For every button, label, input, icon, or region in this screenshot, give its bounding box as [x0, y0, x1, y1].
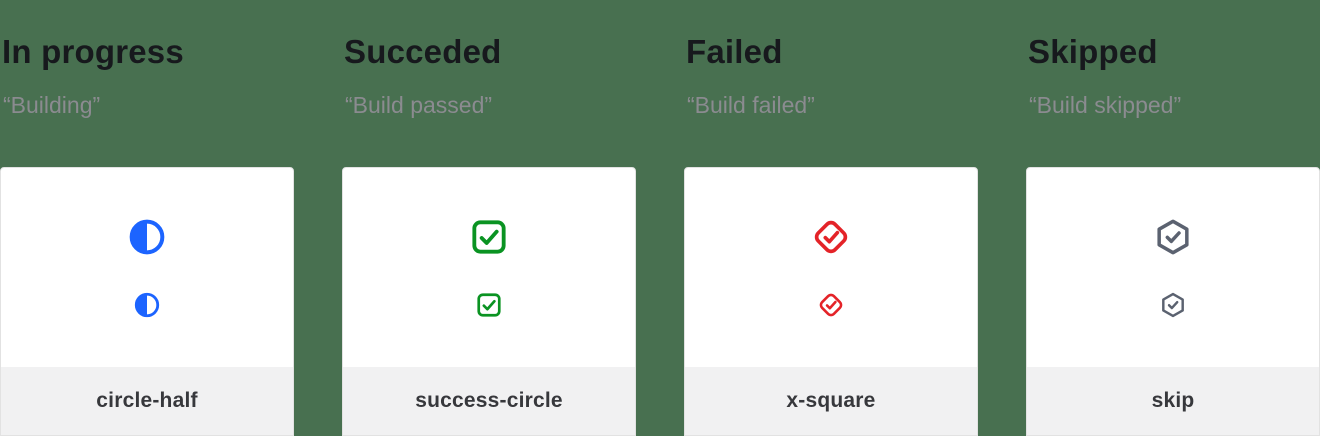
x-square-icon — [811, 217, 851, 257]
x-square-icon — [817, 291, 845, 319]
status-column-in-progress: In progress “Building” circle-half — [0, 0, 294, 436]
icon-card: success-circle — [342, 167, 636, 436]
status-subtitle: “Build skipped” — [1029, 92, 1182, 118]
circle-half-icon — [127, 217, 167, 257]
icon-card: x-square — [684, 167, 978, 436]
success-circle-icon — [469, 217, 509, 257]
icon-preview-area — [1027, 168, 1319, 367]
status-title: In progress — [2, 33, 184, 70]
status-title: Failed — [686, 33, 783, 70]
skip-icon — [1153, 217, 1193, 257]
status-column-failed: Failed “Build failed” — [684, 0, 978, 436]
circle-half-icon — [133, 291, 161, 319]
icon-preview-area — [343, 168, 635, 367]
icon-name-label: x-square — [685, 367, 977, 435]
status-subtitle: “Build failed” — [687, 92, 815, 118]
status-column-succeded: Succeded “Build passed” success-circle — [342, 0, 636, 436]
status-title: Skipped — [1028, 33, 1158, 70]
status-column-skipped: Skipped “Build skipped” skip — [1026, 0, 1320, 436]
icon-preview-area — [1, 168, 293, 367]
status-subtitle: “Building” — [3, 92, 101, 118]
skip-icon — [1159, 291, 1187, 319]
icon-name-label: skip — [1027, 367, 1319, 435]
icon-name-label: circle-half — [1, 367, 293, 435]
icon-preview-area — [685, 168, 977, 367]
icon-card: circle-half — [0, 167, 294, 436]
success-circle-icon — [475, 291, 503, 319]
status-title: Succeded — [344, 33, 502, 70]
status-subtitle: “Build passed” — [345, 92, 493, 118]
icon-card: skip — [1026, 167, 1320, 436]
icon-name-label: success-circle — [343, 367, 635, 435]
